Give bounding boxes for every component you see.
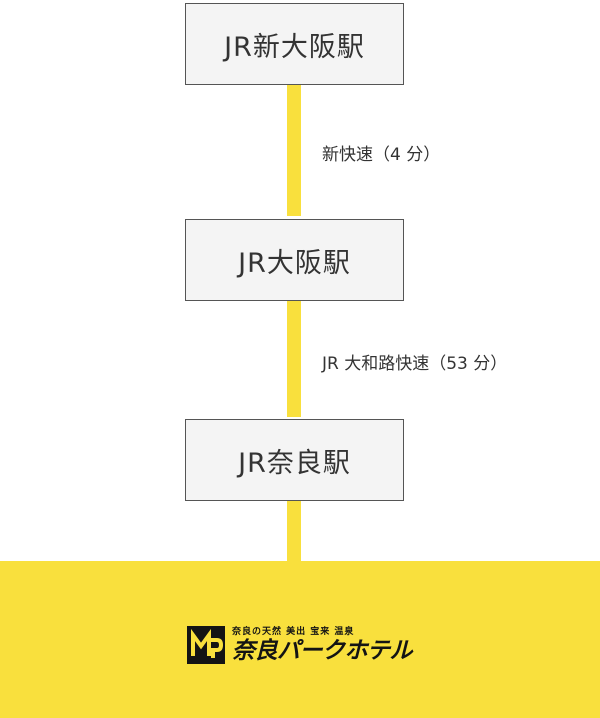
leg-label-osaka-to-nara: JR 大和路快速（53 分） bbox=[322, 354, 508, 374]
route-line-segment-2 bbox=[287, 301, 301, 417]
destination-panel bbox=[0, 561, 600, 718]
route-line-segment-1 bbox=[287, 85, 301, 216]
station-osaka: JR大阪駅 bbox=[185, 219, 404, 301]
hotel-logo: 奈良の天然 美出 宝来 温泉 奈良パークホテル bbox=[187, 625, 413, 665]
hotel-tagline: 奈良の天然 美出 宝来 温泉 bbox=[232, 626, 355, 637]
hotel-logo-text: 奈良の天然 美出 宝来 温泉 奈良パークホテル bbox=[232, 626, 413, 664]
route-line-segment-3 bbox=[287, 501, 301, 563]
leg-label-shin-osaka-to-osaka: 新快速（4 分） bbox=[322, 145, 441, 165]
hotel-name: 奈良パークホテル bbox=[232, 637, 413, 664]
hotel-logo-mark-icon bbox=[187, 626, 225, 664]
station-nara: JR奈良駅 bbox=[185, 419, 404, 501]
station-shin-osaka: JR新大阪駅 bbox=[185, 3, 404, 85]
